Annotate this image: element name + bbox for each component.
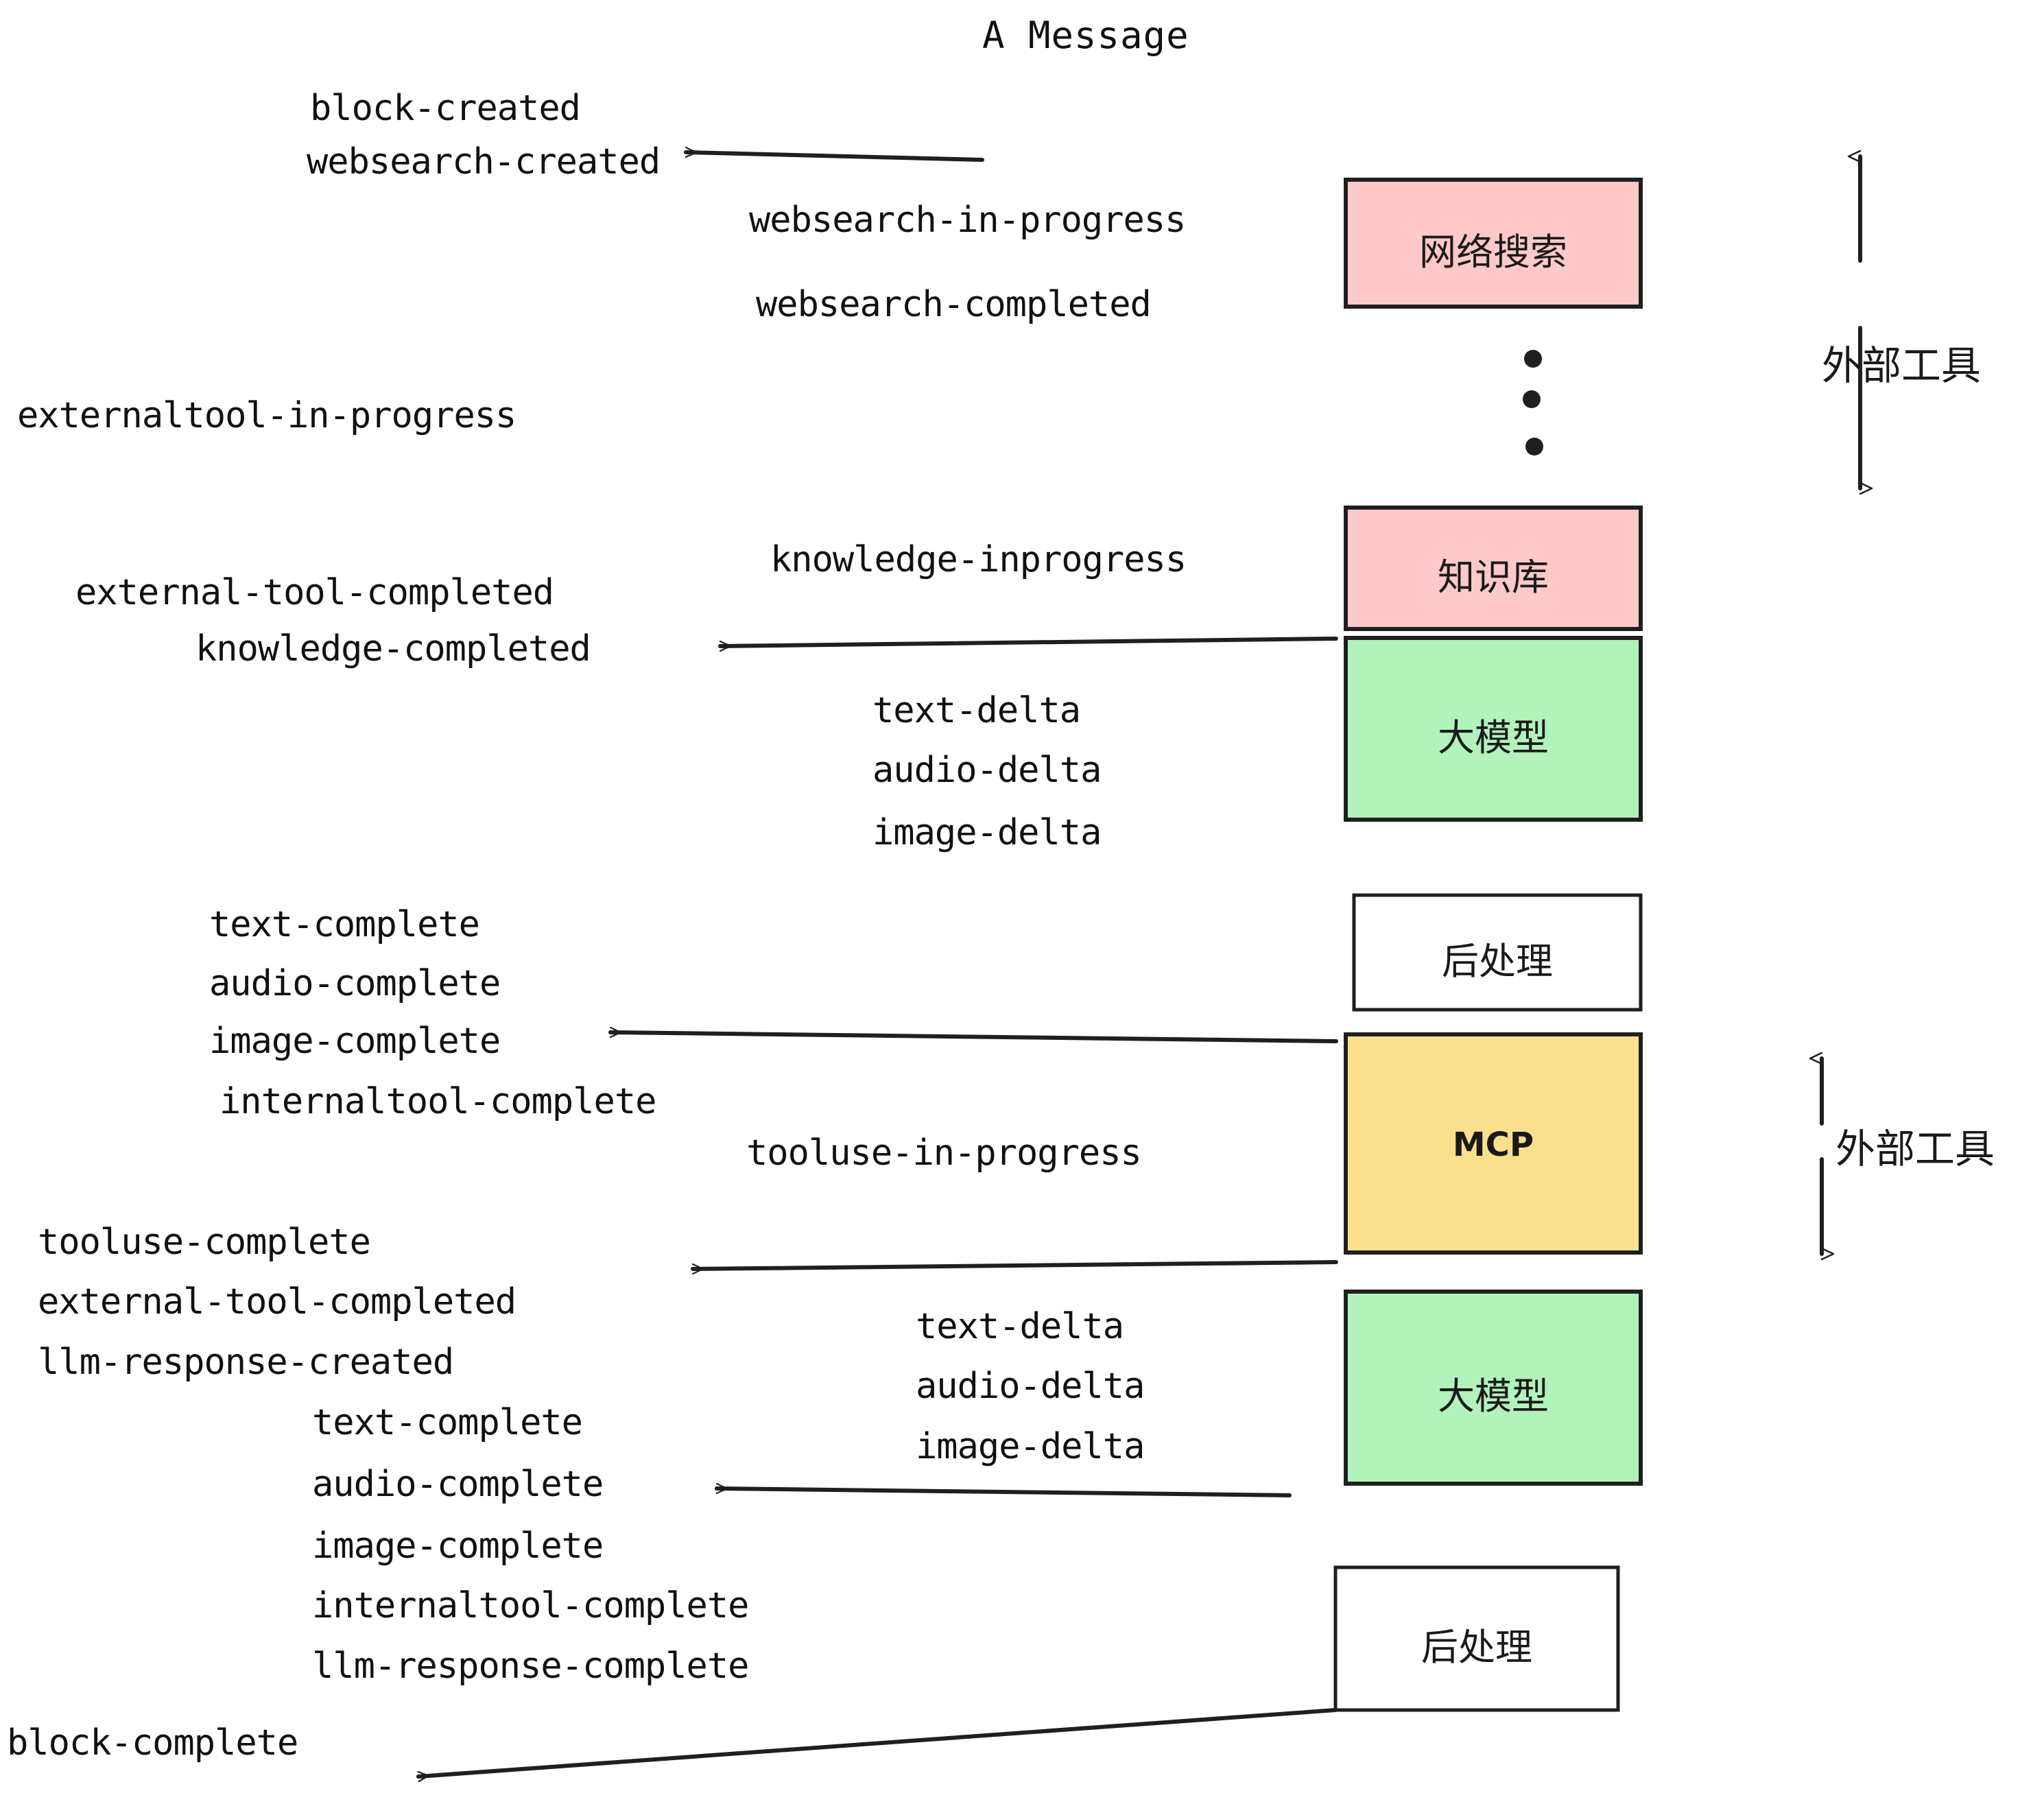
event-label-knowledge-inprogress: knowledge-inprogress: [770, 539, 1187, 580]
tooluse-complete-arrow: [691, 1260, 1338, 1269]
side-label-external-tool-bottom: 外部工具: [1835, 1126, 1995, 1172]
event-label-block-created: block-created: [310, 88, 581, 129]
event-label-text-delta-1: text-delta: [872, 690, 1081, 731]
node-label-websearch: 网络搜索: [1419, 230, 1567, 274]
node-boxes-group: [1333, 178, 1643, 1712]
event-label-knowledge-completed: knowledge-completed: [195, 628, 591, 669]
ellipsis-dot-3: [1525, 438, 1543, 455]
block-complete-arrow: [416, 1708, 1338, 1777]
node-box-knowledge: [1344, 506, 1643, 631]
knowledge-completed-arrow: [718, 637, 1338, 646]
event-label-audio-delta-2: audio-delta: [916, 1366, 1145, 1407]
node-box-websearch: [1344, 178, 1643, 309]
node-box-post-top: [1352, 893, 1643, 1012]
node-label-llm-bottom: 大模型: [1438, 1375, 1549, 1418]
event-label-external-tool-completed-1: external-tool-completed: [75, 572, 554, 613]
node-label-mcp: MCP: [1452, 1126, 1534, 1164]
event-label-image-complete-2: image-complete: [312, 1526, 604, 1567]
diagram-title: A Message: [982, 14, 1189, 57]
image-complete-arrow: [608, 1032, 1338, 1043]
block-created-arrow: [684, 152, 984, 162]
node-label-knowledge: 知识库: [1438, 555, 1549, 599]
event-label-websearch-created: websearch-created: [307, 141, 661, 182]
ellipsis-dot-2: [1523, 390, 1541, 408]
event-label-image-delta-2: image-delta: [916, 1426, 1145, 1467]
node-label-llm-top: 大模型: [1438, 715, 1549, 759]
event-label-text-delta-2: text-delta: [916, 1306, 1124, 1347]
event-label-block-complete: block-complete: [7, 1722, 298, 1764]
flow-arrows-group: [416, 152, 1338, 1777]
event-label-websearch-completed: websearch-completed: [756, 284, 1152, 325]
side-arrows-group: [1809, 150, 1873, 1261]
node-label-post-top: 后处理: [1442, 939, 1553, 983]
node-box-mcp: [1344, 1032, 1643, 1255]
ellipsis-dot-1: [1524, 350, 1542, 368]
event-label-text-complete-2: text-complete: [312, 1402, 583, 1443]
event-label-image-delta-1: image-delta: [872, 812, 1102, 853]
event-label-internaltool-complete-1: internaltool-complete: [219, 1081, 656, 1122]
event-label-llm-response-complete: llm-response-complete: [312, 1646, 749, 1687]
event-label-llm-response-created: llm-response-created: [38, 1342, 454, 1383]
node-box-llm-top: [1344, 636, 1643, 822]
audio-complete-arrow: [715, 1488, 1292, 1497]
ellipsis-dots-group: [1523, 350, 1543, 455]
event-label-websearch-in-progress: websearch-in-progress: [749, 200, 1186, 241]
event-label-tooluse-complete: tooluse-complete: [38, 1222, 371, 1263]
event-label-internaltool-complete-2: internaltool-complete: [312, 1585, 749, 1626]
event-label-audio-complete-1: audio-complete: [209, 963, 501, 1004]
event-label-external-tool-completed-2: external-tool-completed: [38, 1281, 516, 1322]
event-label-tooluse-in-progress: tooluse-in-progress: [746, 1132, 1142, 1174]
event-label-externaltool-in-progress: externaltool-in-progress: [17, 395, 516, 436]
node-label-post-bottom: 后处理: [1421, 1626, 1532, 1669]
node-box-llm-bottom: [1344, 1290, 1643, 1486]
side-label-external-tool-top: 外部工具: [1822, 342, 1982, 389]
event-label-image-complete-1: image-complete: [209, 1021, 501, 1062]
event-label-audio-delta-1: audio-delta: [872, 750, 1102, 791]
event-label-text-complete-1: text-complete: [209, 904, 480, 945]
node-box-post-bottom: [1333, 1565, 1620, 1712]
event-label-audio-complete-2: audio-complete: [312, 1464, 604, 1505]
